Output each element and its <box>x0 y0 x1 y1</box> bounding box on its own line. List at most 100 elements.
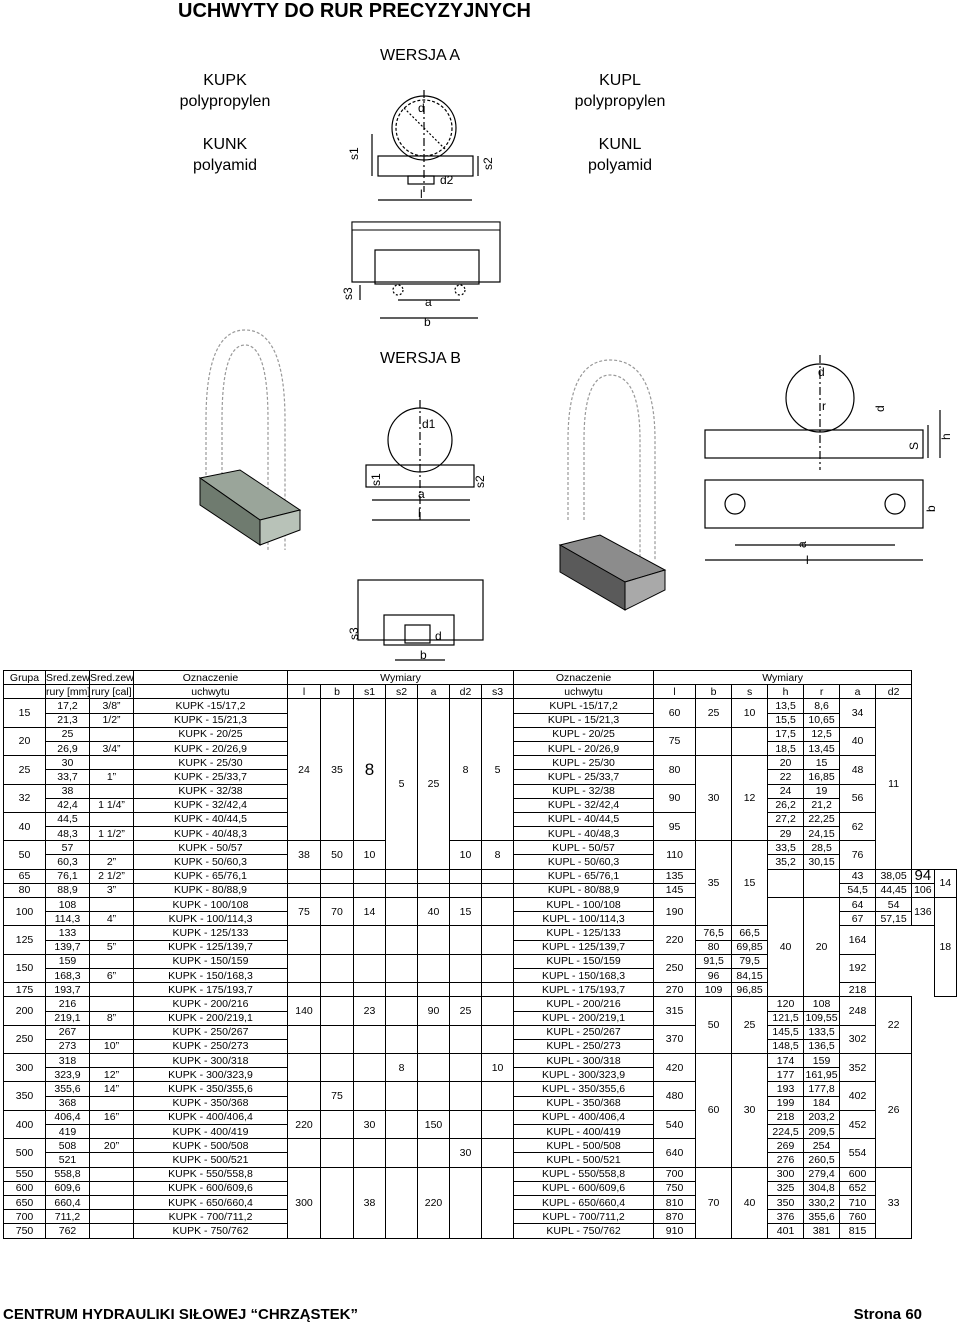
table-cell: 15 <box>449 896 482 927</box>
table-cell <box>449 1024 482 1055</box>
table-cell: 350 <box>3 1081 46 1111</box>
table-cell <box>480 953 515 984</box>
table-cell <box>89 783 134 799</box>
table-cell: 35,2 <box>767 854 805 870</box>
label-br-r: r <box>822 399 826 413</box>
table-cell: 133,5 <box>803 1024 841 1040</box>
table-cell: KUPL - 500/508 <box>513 1138 655 1154</box>
table-cell: 75 <box>653 726 697 757</box>
label-br-h: h <box>939 433 953 440</box>
hdr-diam-mm: Sred.zew. <box>45 669 90 686</box>
table-cell <box>803 868 841 899</box>
table-cell: 10 <box>449 840 482 870</box>
table-cell: 164 <box>839 925 877 955</box>
table-cell: 279,4 <box>803 1166 841 1182</box>
table-cell: 90 <box>653 783 697 813</box>
table-cell: 750 <box>653 1180 697 1196</box>
footer-company: CENTRUM HYDRAULIKI SIŁOWEJ “CHRZĄSTEK” <box>3 1306 358 1323</box>
table-cell: 133 <box>45 925 90 941</box>
table-cell: 106 <box>911 882 935 899</box>
version-b-left-front-view <box>365 400 475 521</box>
table-cell: 406,4 <box>45 1109 90 1126</box>
table-cell: 220 <box>287 1109 321 1140</box>
table-cell <box>480 1081 515 1111</box>
table-cell: 10 <box>731 698 769 728</box>
table-cell: 57 <box>45 840 90 856</box>
table-cell: KUPK - 600/609,6 <box>133 1180 288 1196</box>
table-cell: 21,3 <box>45 712 90 728</box>
table-cell: 2” <box>89 854 134 870</box>
table-cell: KUPK - 750/762 <box>133 1223 288 1239</box>
table-cell: 25 <box>417 698 450 870</box>
table-cell: 5 <box>385 698 418 870</box>
label-b-b: b <box>420 648 427 662</box>
table-cell: 80 <box>695 939 733 955</box>
hdr-uchwytu-k: uchwytu <box>133 684 288 700</box>
table-cell: KUPL - 15/21,3 <box>513 712 655 728</box>
label-b-s2: s2 <box>473 475 487 488</box>
table-cell: 276 <box>767 1152 805 1168</box>
table-cell: 33 <box>875 1166 913 1239</box>
table-cell <box>480 896 515 927</box>
table-cell: 640 <box>653 1138 697 1168</box>
table-cell: 19 <box>803 783 841 799</box>
table-cell: KUPL - 200/216 <box>513 996 655 1012</box>
table-cell: 419 <box>45 1123 90 1140</box>
table-cell <box>417 868 450 884</box>
table-cell <box>287 925 321 955</box>
table-cell: KUPK - 350/368 <box>133 1095 288 1111</box>
table-cell <box>385 953 418 984</box>
table-cell: 35 <box>320 698 354 842</box>
table-cell: 500 <box>3 1138 46 1168</box>
table-cell: 452 <box>839 1109 877 1140</box>
table-cell: 40 <box>3 811 46 842</box>
table-cell: 161,95 <box>803 1067 841 1083</box>
table-cell: KUPK - 500/521 <box>133 1152 288 1168</box>
header-row-1: Grupa Sred.zew. Sred.zew. Oznaczenie Wym… <box>3 669 957 686</box>
table-cell: 650 <box>3 1194 46 1211</box>
table-cell <box>287 1024 321 1055</box>
table-cell: 815 <box>839 1223 877 1239</box>
table-cell: KUPL - 125/139,7 <box>513 939 655 955</box>
table-cell: KUPL - 80/88,9 <box>513 882 655 899</box>
table-cell: KUPK - 700/711,2 <box>133 1209 288 1225</box>
table-cell <box>417 1081 450 1111</box>
table-cell <box>287 1053 321 1083</box>
table-cell <box>385 982 418 998</box>
table-cell: 57,15 <box>875 911 913 927</box>
table-cell: 762 <box>45 1223 90 1239</box>
label-br-s: S <box>907 442 921 450</box>
label-a-b: b <box>424 315 431 329</box>
table-cell <box>89 925 134 941</box>
table-cell: KUPK - 175/193,7 <box>133 982 288 998</box>
table-cell: 145,5 <box>767 1024 805 1040</box>
version-a-front-view <box>371 90 479 201</box>
table-cell: 15,5 <box>767 712 805 728</box>
table-cell: 70 <box>320 896 354 927</box>
table-cell <box>287 868 321 884</box>
table-cell: KUPK - 150/168,3 <box>133 967 288 984</box>
table-cell: 376 <box>767 1209 805 1225</box>
table-cell: KUPK - 65/76,1 <box>133 868 288 884</box>
table-cell <box>89 1180 134 1196</box>
version-b-right-top-view <box>704 479 924 561</box>
left-header-kupk: KUPK <box>203 72 247 89</box>
table-cell: 40 <box>839 726 877 757</box>
table-cell: 96 <box>695 967 733 984</box>
table-cell: 76,1 <box>45 868 90 884</box>
table-cell <box>320 953 354 984</box>
table-cell: 192 <box>839 953 877 984</box>
table-cell: 5 <box>480 698 515 842</box>
label-a-l: l <box>420 187 423 201</box>
table-cell: 554 <box>839 1138 877 1168</box>
table-cell <box>353 925 386 955</box>
version-b-clamp-blocks <box>198 469 667 611</box>
table-cell: KUPL - 175/193,7 <box>513 982 655 998</box>
hdr-uchwytu-l: uchwytu <box>513 684 655 700</box>
